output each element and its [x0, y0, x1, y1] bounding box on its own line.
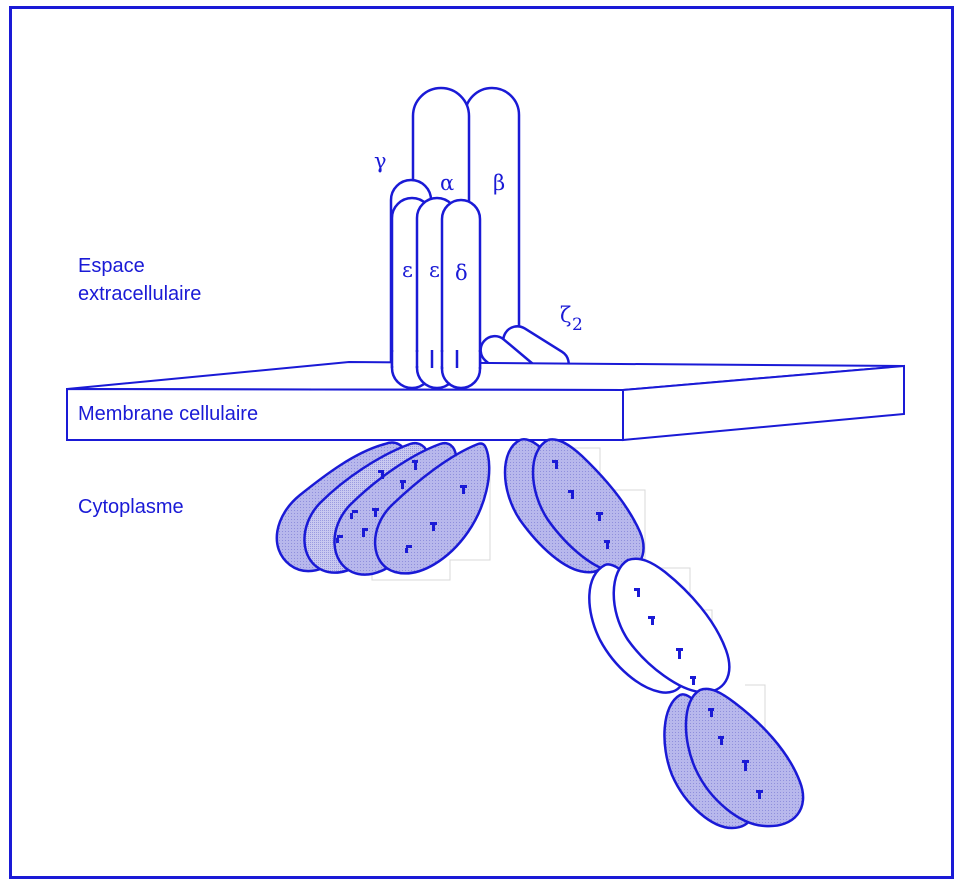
- extracellular-label-line1: Espace: [78, 255, 145, 277]
- extracellular-label-line2: extracellulaire: [78, 283, 201, 305]
- membrane-label: Membrane cellulaire: [78, 403, 258, 425]
- cytoplasm-label: Cytoplasme: [78, 496, 184, 518]
- beta-label: β: [493, 171, 505, 195]
- zeta-subscript: 2: [572, 315, 583, 335]
- delta-label: δ: [455, 261, 468, 285]
- epsilon-2-label: ε: [429, 258, 440, 282]
- gamma-label: γ: [374, 149, 387, 173]
- epsilon-1-label: ε: [402, 258, 413, 282]
- alpha-label: α: [440, 171, 454, 195]
- zeta-label: ζ: [560, 303, 571, 327]
